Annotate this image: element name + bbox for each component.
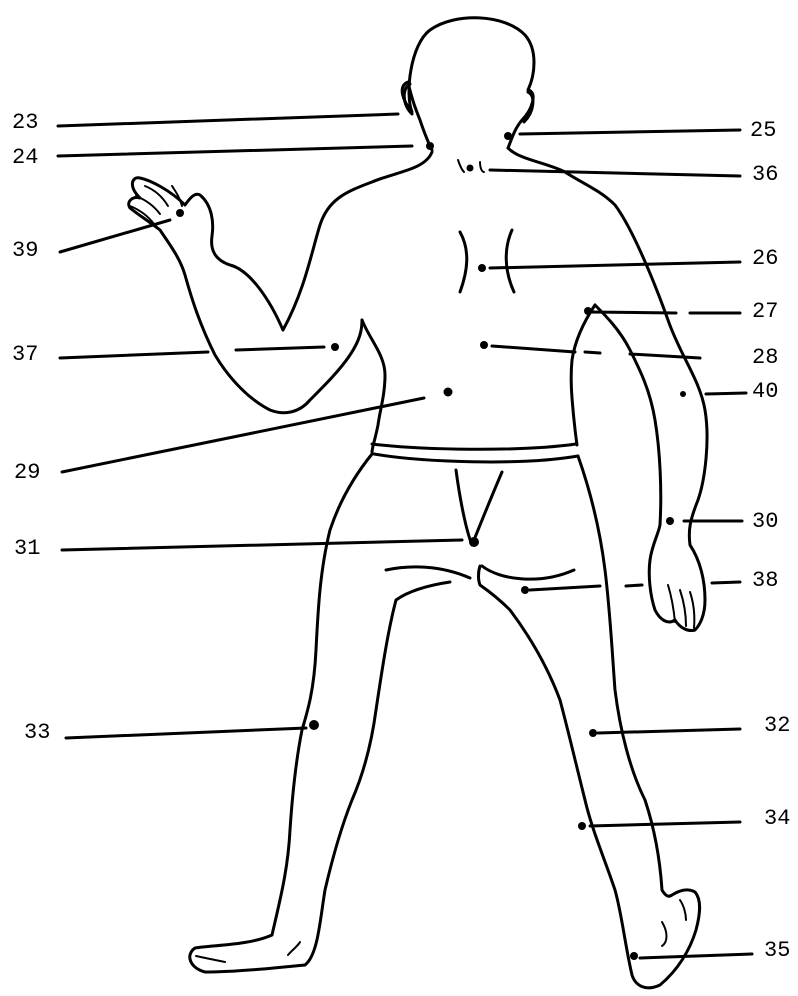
label-36: 36 xyxy=(752,162,778,187)
right-gluteal-fold xyxy=(482,566,574,579)
leader-28 xyxy=(492,346,575,352)
leader-37 xyxy=(60,352,208,358)
leader-38b xyxy=(626,585,642,586)
leader-35 xyxy=(640,954,752,958)
leader-36 xyxy=(490,170,740,176)
left-shoulder-blade xyxy=(460,232,467,292)
label-28: 28 xyxy=(752,345,778,370)
leader-32 xyxy=(598,729,740,733)
label-34: 34 xyxy=(764,806,790,831)
right-foot-detail xyxy=(662,900,686,946)
leader-38 xyxy=(530,586,600,590)
label-31: 31 xyxy=(14,536,40,561)
leader-28b xyxy=(585,352,600,353)
waistband-top xyxy=(372,444,576,449)
left-hand-fingers xyxy=(130,186,182,224)
point-32 xyxy=(589,729,597,737)
point-24 xyxy=(426,142,434,150)
leader-40 xyxy=(706,393,746,394)
left-torso-outline xyxy=(362,320,385,452)
label-32: 32 xyxy=(764,713,790,738)
leader-23 xyxy=(58,114,398,126)
left-leg-outline xyxy=(190,454,450,972)
leader-25 xyxy=(520,130,740,134)
point-25 xyxy=(504,132,512,140)
leader-31 xyxy=(62,540,462,550)
head-outline xyxy=(402,18,534,150)
leader-37b xyxy=(236,347,324,350)
right-leg-outline xyxy=(479,456,700,988)
point-38 xyxy=(521,586,529,594)
point-36 xyxy=(467,165,474,172)
left-gluteal-fold xyxy=(386,567,470,578)
point-40 xyxy=(680,391,686,397)
point-27 xyxy=(584,307,592,315)
right-arm-outline xyxy=(508,148,707,631)
acupoint-markers: 23 24 25 36 39 26 27 37 28 xyxy=(12,110,790,963)
label-40: 40 xyxy=(752,379,778,404)
right-torso-outline xyxy=(571,305,595,445)
waistband-bottom xyxy=(374,454,578,462)
label-33: 33 xyxy=(24,720,50,745)
label-29: 29 xyxy=(14,460,40,485)
label-24: 24 xyxy=(12,145,38,170)
point-33 xyxy=(309,720,319,730)
label-27: 27 xyxy=(752,299,778,324)
point-28 xyxy=(480,341,488,349)
thong-outline xyxy=(456,470,502,545)
label-39: 39 xyxy=(12,238,38,263)
point-29 xyxy=(444,388,453,397)
leader-33 xyxy=(66,728,306,738)
leader-28c xyxy=(630,354,700,358)
label-35: 35 xyxy=(764,938,790,963)
label-23: 23 xyxy=(12,110,38,135)
body-outline xyxy=(129,18,707,988)
label-38: 38 xyxy=(752,568,778,593)
right-shoulder-blade xyxy=(506,230,514,292)
point-34 xyxy=(578,822,586,830)
point-35 xyxy=(630,952,638,960)
point-37 xyxy=(331,343,339,351)
label-37: 37 xyxy=(12,342,38,367)
label-26: 26 xyxy=(752,246,778,271)
leader-29 xyxy=(62,398,424,472)
point-31 xyxy=(469,537,479,547)
leader-24 xyxy=(58,146,412,156)
point-26 xyxy=(478,264,486,272)
leader-38c xyxy=(712,582,740,583)
leader-26 xyxy=(490,262,740,268)
point-39 xyxy=(176,209,184,217)
leader-27 xyxy=(590,312,676,313)
label-25: 25 xyxy=(750,118,776,143)
point-30 xyxy=(666,517,674,525)
leader-39 xyxy=(60,220,170,252)
leader-34 xyxy=(590,822,740,826)
label-30: 30 xyxy=(752,509,778,534)
